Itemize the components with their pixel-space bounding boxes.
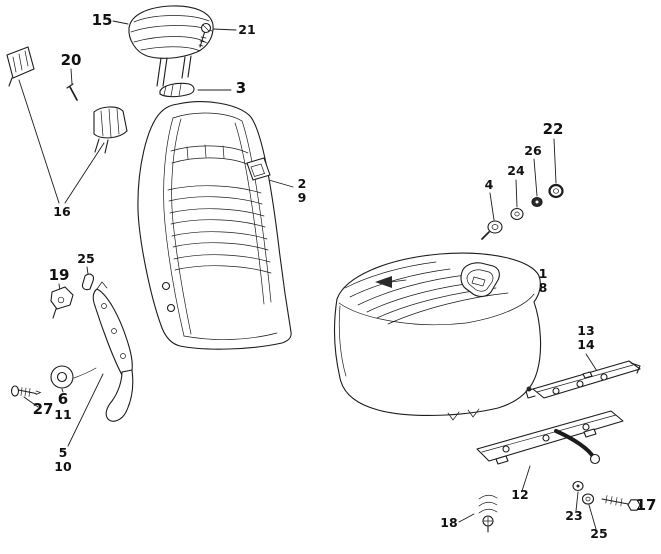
grommet-22 <box>548 183 564 199</box>
screw-with-spring-18 <box>478 494 498 533</box>
callout-3[interactable]: 3 <box>236 79 246 97</box>
headrest-stems <box>156 55 192 87</box>
callout-10[interactable]: 10 <box>54 459 72 474</box>
callout-16[interactable]: 16 <box>53 204 71 219</box>
recliner-handle <box>105 369 134 422</box>
trim-pad-right <box>93 106 128 154</box>
callout-23[interactable]: 23 <box>565 508 582 523</box>
callout-18[interactable]: 18 <box>440 515 457 530</box>
seat-cushion <box>334 252 542 421</box>
recliner-washer <box>50 365 74 389</box>
cushion-latch <box>460 262 500 297</box>
callouts: 15 21 20 3 2 9 16 22 26 24 4 25 19 1 8 1… <box>33 11 657 541</box>
rail-lever-knob <box>589 453 601 465</box>
washer-24 <box>510 207 524 221</box>
callout-11[interactable]: 11 <box>54 407 71 422</box>
bolt-4 <box>481 220 503 240</box>
callout-2[interactable]: 2 <box>298 176 307 191</box>
recliner-clip <box>81 273 94 291</box>
headrest-guide-bracket <box>159 82 195 98</box>
callout-20[interactable]: 20 <box>61 51 82 69</box>
callout-24[interactable]: 24 <box>507 163 525 178</box>
callout-9[interactable]: 9 <box>298 190 307 205</box>
seat-rail-upper <box>525 360 641 399</box>
callout-21[interactable]: 21 <box>238 22 255 37</box>
callout-4[interactable]: 4 <box>485 177 494 192</box>
callout-14[interactable]: 14 <box>577 337 595 352</box>
bolt-17 <box>601 495 641 511</box>
callout-1[interactable]: 1 <box>539 266 548 281</box>
headrest-screw <box>198 22 212 48</box>
callout-8[interactable]: 8 <box>539 280 548 295</box>
nut-26 <box>531 196 543 208</box>
callout-17[interactable]: 17 <box>636 496 657 514</box>
callout-26[interactable]: 26 <box>524 143 542 158</box>
callout-6[interactable]: 6 <box>58 390 68 408</box>
washer-25 <box>581 493 595 505</box>
seat-back-latch <box>246 157 271 181</box>
recliner-bolt <box>10 385 42 397</box>
headrest <box>128 5 214 87</box>
callout-5[interactable]: 5 <box>59 445 68 460</box>
trim-pad-left <box>6 46 35 87</box>
direction-arrow <box>375 276 392 288</box>
callout-12[interactable]: 12 <box>511 487 528 502</box>
recliner-lever <box>73 281 134 422</box>
callout-15[interactable]: 15 <box>92 11 113 29</box>
callout-19[interactable]: 19 <box>49 266 70 284</box>
callout-25-left[interactable]: 25 <box>77 251 94 266</box>
headrest-outline <box>128 5 214 59</box>
callout-25-right[interactable]: 25 <box>590 526 607 541</box>
callout-13[interactable]: 13 <box>577 323 594 338</box>
headrest-pin <box>66 83 78 101</box>
recliner-bracket <box>50 286 74 319</box>
callout-27[interactable]: 27 <box>33 400 54 418</box>
seat-rail-lower <box>476 410 624 465</box>
seat-back-outline <box>137 101 292 350</box>
washer-23 <box>572 480 584 492</box>
seat-cushion-outline <box>334 252 542 416</box>
seat-back <box>137 101 292 350</box>
callout-22[interactable]: 22 <box>543 120 564 138</box>
